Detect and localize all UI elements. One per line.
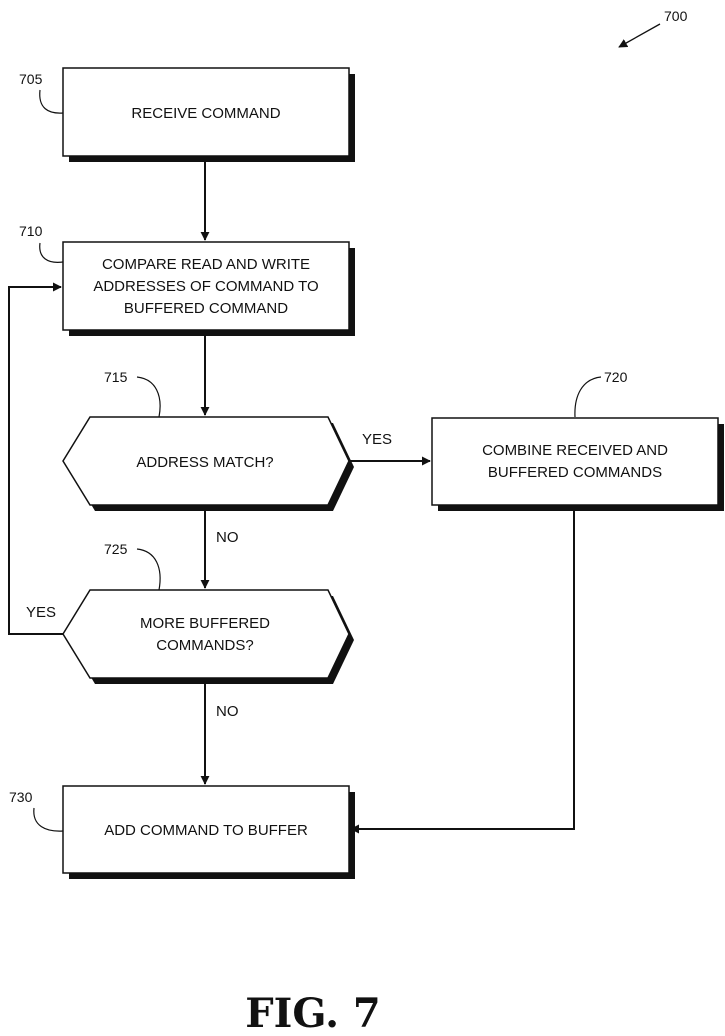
edge-more-yes-label: YES <box>26 604 56 621</box>
figure-ref-number: 700 <box>664 8 688 24</box>
node-compare-line-1: COMPARE READ AND WRITE <box>102 256 310 273</box>
node-match-ref: 715 <box>104 369 128 385</box>
node-add-line-1: ADD COMMAND TO BUFFER <box>104 822 308 839</box>
node-match-line-1: ADDRESS MATCH? <box>136 454 273 471</box>
node-combine-ref: 720 <box>604 369 628 385</box>
figure-ref-arrow <box>618 23 661 48</box>
node-more-line-2: COMMANDS? <box>156 637 254 654</box>
node-compare-line-3: BUFFERED COMMAND <box>124 300 288 317</box>
edge-match-yes-label: YES <box>362 431 392 448</box>
node-compare-leader <box>39 242 64 263</box>
node-combine-leader <box>574 376 602 418</box>
node-compare-ref: 710 <box>19 223 43 239</box>
node-combine-line-1: COMBINE RECEIVED AND <box>482 442 668 459</box>
node-more-line-1: MORE BUFFERED <box>140 615 270 632</box>
node-receive-ref: 705 <box>19 71 43 87</box>
node-add-leader <box>33 807 64 832</box>
node-more-leader <box>136 548 161 591</box>
node-receive-line-1: RECEIVE COMMAND <box>131 105 280 122</box>
node-compare-line-2: ADDRESSES OF COMMAND TO <box>93 278 318 295</box>
figure-caption: FIG. 7 <box>245 990 381 1036</box>
node-combine-commands: COMBINE RECEIVED AND BUFFERED COMMANDS <box>431 417 724 511</box>
edge-combine-to-add <box>350 511 575 834</box>
node-match-leader <box>136 376 161 418</box>
node-address-match-decision: ADDRESS MATCH? <box>62 416 354 511</box>
node-add-ref: 730 <box>9 789 33 805</box>
node-more-buffered-decision: MORE BUFFERED COMMANDS? <box>62 589 354 684</box>
node-compare-addresses: COMPARE READ AND WRITE ADDRESSES OF COMM… <box>62 241 355 336</box>
node-receive-leader <box>39 89 64 114</box>
node-add-to-buffer: ADD COMMAND TO BUFFER <box>62 785 355 879</box>
edge-more-no-label: NO <box>216 703 239 720</box>
edge-more-yes-loop <box>8 282 63 635</box>
node-combine-line-2: BUFFERED COMMANDS <box>488 464 662 481</box>
edge-match-no-label: NO <box>216 529 239 546</box>
node-more-ref: 725 <box>104 541 128 557</box>
node-receive-command: RECEIVE COMMAND <box>62 67 355 162</box>
